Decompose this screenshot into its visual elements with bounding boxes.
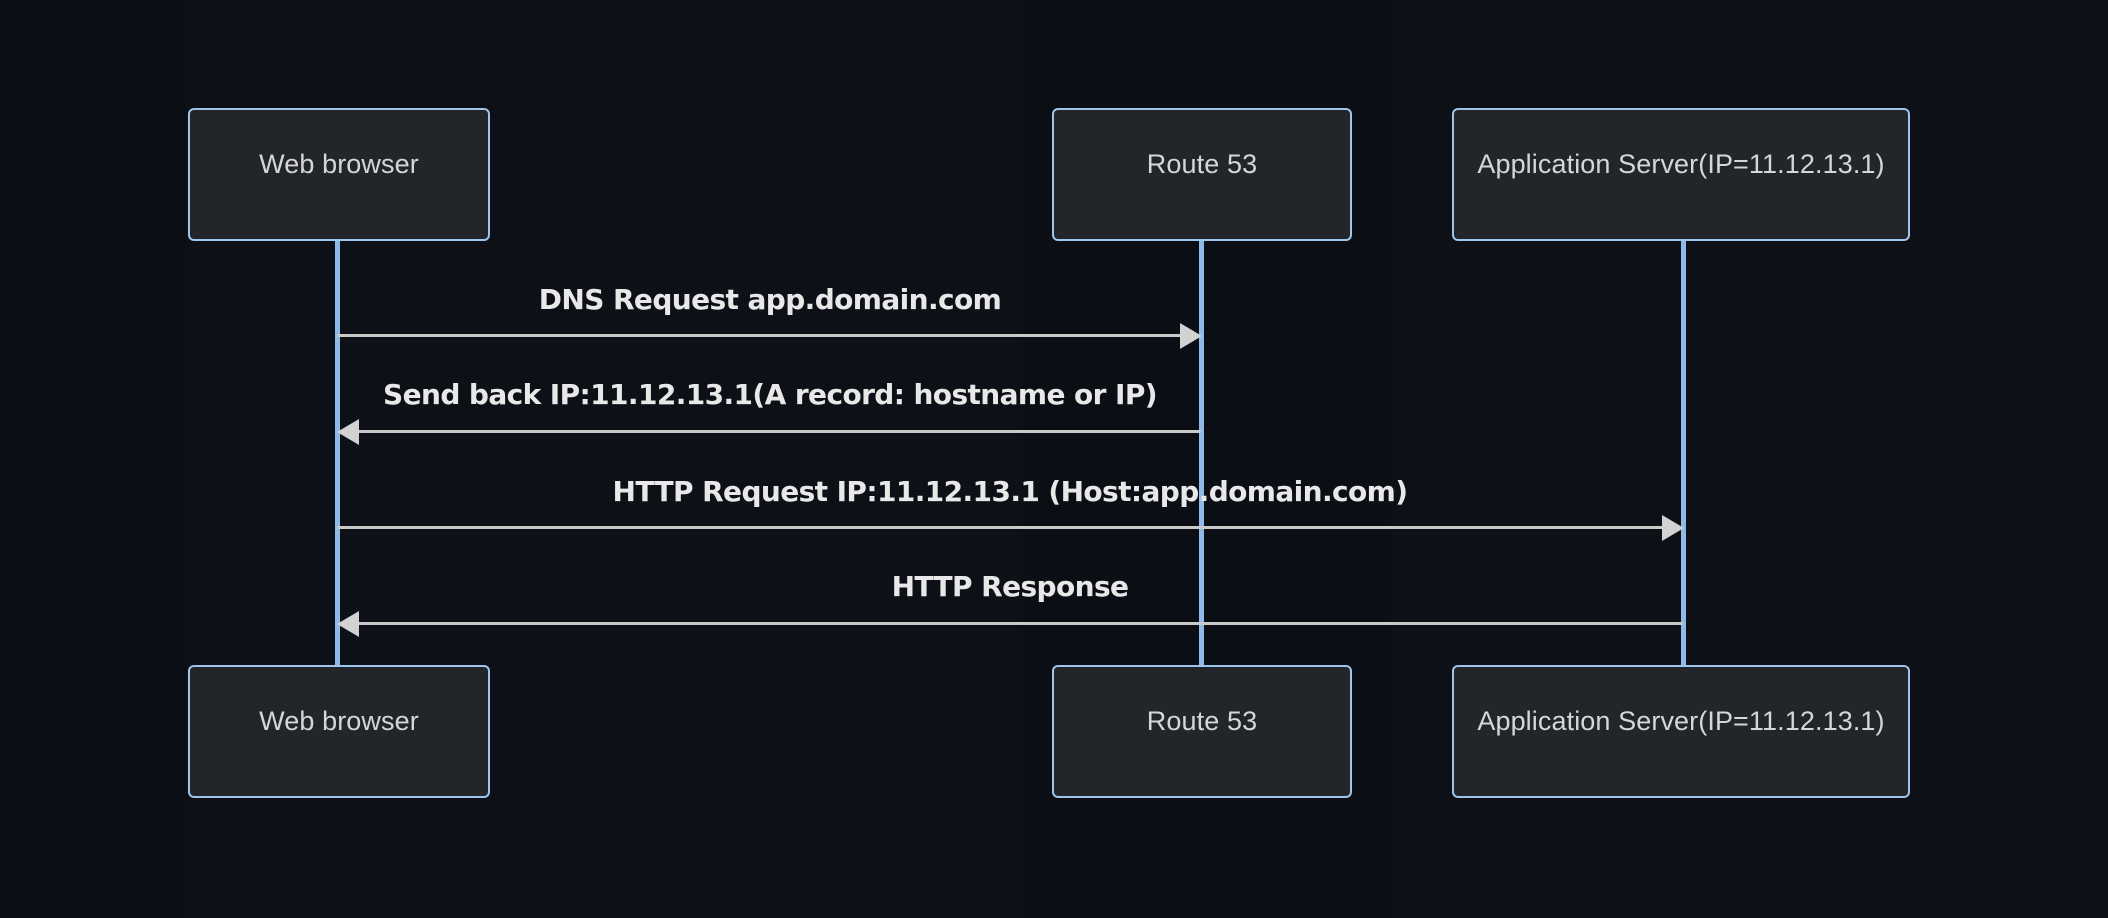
message-label-1: DNS Request app.domain.com bbox=[538, 283, 1002, 316]
message-arrowhead-2 bbox=[337, 419, 359, 445]
participant-box-route53-bottom[interactable]: Route 53 bbox=[1052, 665, 1352, 798]
message-line-4 bbox=[358, 622, 1683, 625]
message-line-1 bbox=[337, 334, 1182, 337]
participant-box-browser-bottom[interactable]: Web browser bbox=[188, 665, 490, 798]
background-band-left bbox=[0, 0, 186, 918]
message-label-4: HTTP Response bbox=[891, 570, 1129, 603]
message-arrowhead-4 bbox=[337, 611, 359, 637]
participant-label-browser-top: Web browser bbox=[259, 149, 419, 179]
participant-label-route53-top: Route 53 bbox=[1146, 149, 1258, 179]
message-arrowhead-1 bbox=[1180, 323, 1202, 349]
message-line-3 bbox=[337, 526, 1664, 529]
lifeline-appserver bbox=[1681, 176, 1686, 676]
participant-label-appserver-bottom: Application Server(IP=11.12.13.1) bbox=[1477, 706, 1885, 736]
participant-box-appserver-top[interactable]: Application Server(IP=11.12.13.1) bbox=[1452, 108, 1910, 241]
participant-label-appserver-top: Application Server(IP=11.12.13.1) bbox=[1477, 149, 1885, 179]
message-label-3: HTTP Request IP:11.12.13.1 (Host:app.dom… bbox=[612, 475, 1408, 508]
participant-box-route53-top[interactable]: Route 53 bbox=[1052, 108, 1352, 241]
message-arrowhead-3 bbox=[1662, 515, 1684, 541]
participant-label-route53-bottom: Route 53 bbox=[1146, 706, 1258, 736]
message-line-2 bbox=[358, 430, 1201, 433]
participant-box-appserver-bottom[interactable]: Application Server(IP=11.12.13.1) bbox=[1452, 665, 1910, 798]
participant-label-browser-bottom: Web browser bbox=[259, 706, 419, 736]
participant-box-browser-top[interactable]: Web browser bbox=[188, 108, 490, 241]
lifeline-route53 bbox=[1199, 176, 1204, 676]
message-label-2: Send back IP:11.12.13.1(A record: hostna… bbox=[383, 378, 1158, 411]
